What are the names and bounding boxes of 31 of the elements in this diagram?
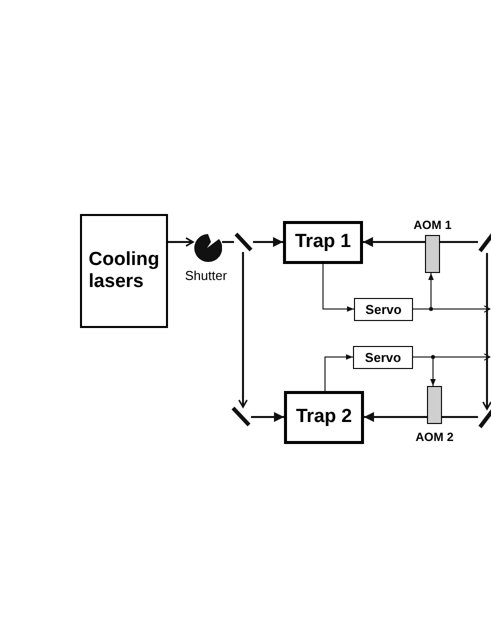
laser-beam [222, 241, 234, 243]
box-label: Trap 1 [295, 230, 351, 254]
box-label: Servo [364, 348, 402, 367]
aom-label: AOM 1 [414, 217, 452, 234]
box [353, 346, 413, 369]
laser-beam [168, 237, 194, 247]
box-label: Cooling lasers [88, 249, 160, 293]
mirror [231, 406, 251, 427]
box [283, 221, 363, 264]
signal-line [412, 305, 490, 313]
mirror [478, 408, 491, 429]
laser-beam [363, 237, 425, 247]
box [354, 298, 413, 321]
laser-beam [482, 253, 491, 410]
mirror [234, 232, 253, 252]
laser-beam [442, 416, 478, 418]
signal-line [324, 354, 354, 392]
box [80, 214, 168, 328]
signal-line [412, 353, 490, 361]
laser-beam [253, 237, 283, 247]
box-label: Servo [365, 300, 402, 319]
box-label: Trap 2 [296, 405, 352, 430]
laser-beam [440, 241, 478, 243]
shutter-label: Shutter [185, 267, 227, 285]
laser-beam [364, 412, 427, 422]
box [284, 391, 364, 444]
signal-line [322, 264, 354, 312]
aom-label: AOM 2 [416, 429, 454, 446]
mirror [478, 232, 491, 253]
laser-beam [251, 412, 284, 422]
laser-beam [238, 252, 248, 408]
